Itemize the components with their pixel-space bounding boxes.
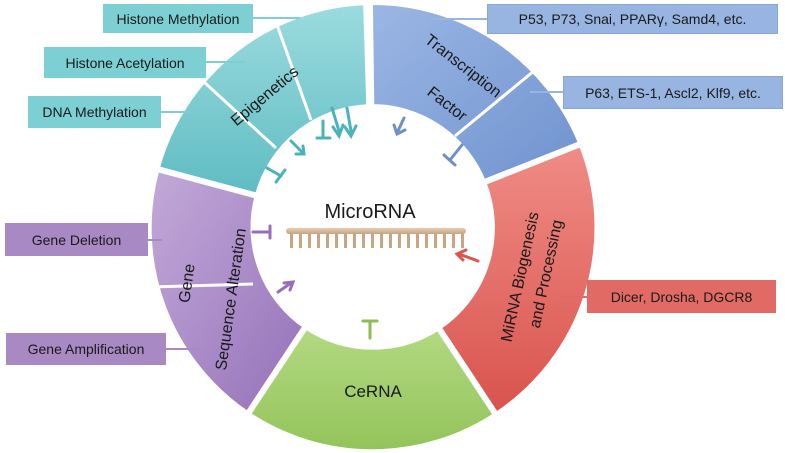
rna-strand-icon: [286, 228, 466, 248]
factor-histone-acetylation: Histone Acetylation: [44, 47, 206, 78]
regulation-markers: [251, 106, 480, 340]
rna-tooth: [389, 234, 392, 248]
rna-tooth: [308, 234, 311, 248]
segment-epigenetics: [152, 0, 373, 200]
connector-lines: [148, 17, 587, 350]
factor-transcription-group-2: P63, ETS-1, Ascl2, Klf9, etc.: [563, 76, 783, 109]
factor-gene-deletion: Gene Deletion: [5, 223, 148, 256]
rna-tooth: [371, 234, 374, 248]
rna-tooth: [326, 234, 329, 248]
center-title: MicroRNA: [324, 201, 416, 223]
rna-tooth: [299, 234, 302, 248]
factor-dna-methylation: DNA Methylation: [28, 96, 161, 128]
segment-cerna: [243, 322, 501, 453]
label-gene: Gene: [176, 263, 198, 304]
rna-tooth: [407, 234, 410, 248]
factor-transcription-group-1: P53, P73, Snai, PPARγ, Samd4, etc.: [487, 4, 778, 34]
rna-tooth: [461, 234, 464, 248]
label-cerna: CeRNA: [344, 382, 402, 401]
rna-tooth: [317, 234, 320, 248]
rna-tooth: [380, 234, 383, 248]
rna-tooth: [344, 234, 347, 248]
rna-tooth: [398, 234, 401, 248]
rna-tooth: [425, 234, 428, 248]
segment-mirna-biogenesis: [434, 139, 601, 420]
rna-tooth: [362, 234, 365, 248]
rna-tooth: [443, 234, 446, 248]
rna-tooth: [290, 234, 293, 248]
rna-tooth: [353, 234, 356, 248]
factor-biogenesis-enzymes: Dicer, Drosha, DGCR8: [587, 280, 776, 313]
rna-tooth: [335, 234, 338, 248]
factor-histone-methylation: Histone Methylation: [103, 4, 253, 33]
segment-gene-sequence-alteration: [145, 165, 310, 419]
segment-dividers: [150, 21, 547, 289]
factor-gene-amplification: Gene Amplification: [6, 333, 166, 365]
rna-tooth: [416, 234, 419, 248]
segment-transcription-factor: [366, 0, 586, 187]
rna-tooth: [434, 234, 437, 248]
rna-tooth: [452, 234, 455, 248]
